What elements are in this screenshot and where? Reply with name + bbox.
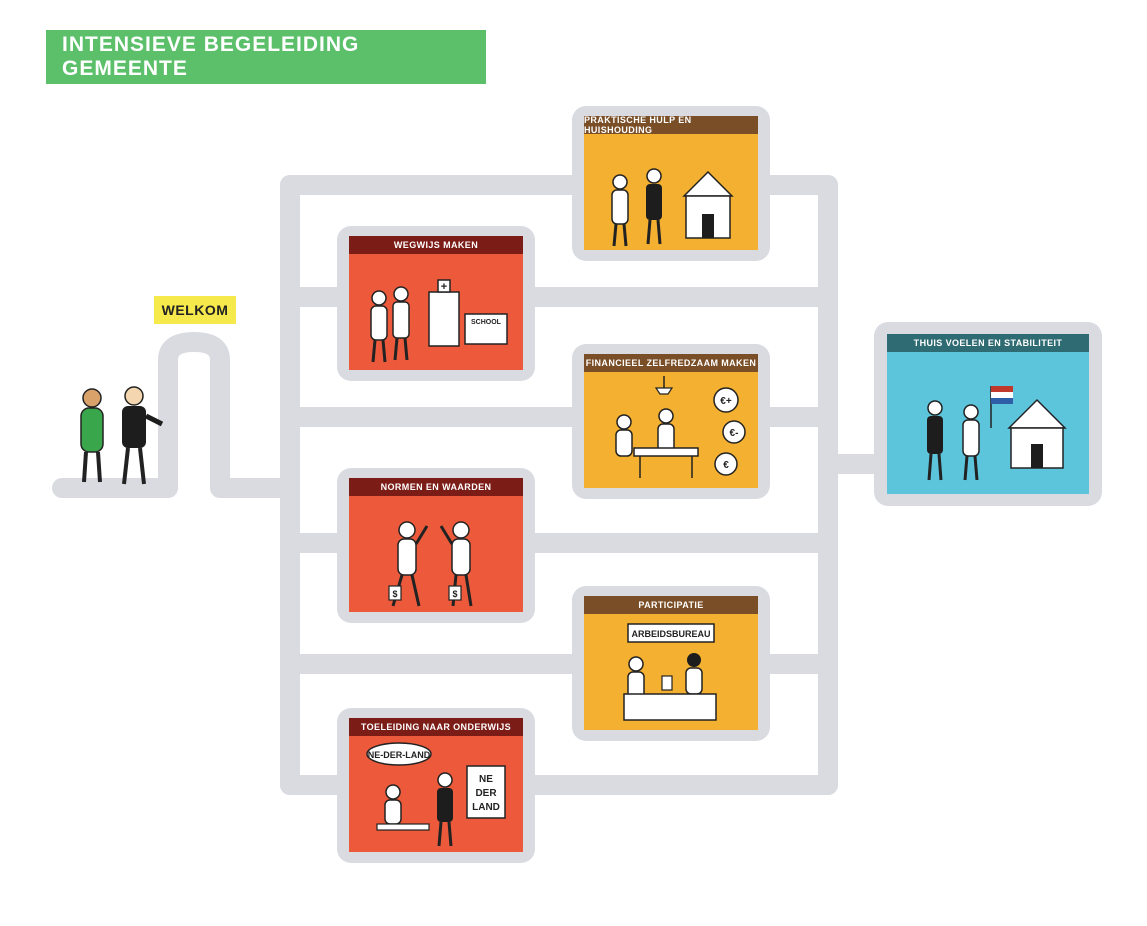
house-help-illustration	[611, 168, 734, 247]
bag-label-right: $	[452, 589, 457, 599]
step-title: PRAKTISCHE HULP EN HUISHOUDING	[584, 116, 758, 135]
wayfinding-illustration: + SCHOOL	[370, 279, 508, 363]
home-stability-illustration	[927, 386, 1067, 481]
step-title: WEGWIJS MAKEN	[349, 236, 523, 254]
arbeidsbureau-sign: ARBEIDSBUREAU	[631, 629, 710, 639]
bag-label-left: $	[392, 589, 397, 599]
svg-text:+: +	[441, 281, 447, 293]
step-card-toeleiding[interactable]: TOELEIDING NAAR ONDERWIJS NE-DER-LAND NE…	[349, 718, 523, 852]
welcome-label: WELKOM	[154, 296, 236, 324]
board-line-2: DER	[475, 788, 497, 799]
step-card-praktische-hulp[interactable]: PRAKTISCHE HULP EN HUISHOUDING	[584, 116, 758, 250]
step-card-participatie[interactable]: PARTICIPATIE ARBEIDSBUREAU	[584, 596, 758, 730]
speech-bubble-text: NE-DER-LAND	[368, 750, 431, 760]
step-title: PARTICIPATIE	[584, 596, 758, 614]
participation-illustration: ARBEIDSBUREAU	[623, 623, 717, 721]
step-card-normen[interactable]: NORMEN EN WAARDEN $ $	[349, 478, 523, 612]
step-card-wegwijs[interactable]: WEGWIJS MAKEN + SCHOOL	[349, 236, 523, 370]
welcome-figures-illustration	[80, 386, 164, 485]
step-title: TOELEIDING NAAR ONDERWIJS	[349, 718, 523, 736]
norms-values-illustration: $ $	[388, 521, 473, 607]
step-card-financieel[interactable]: FINANCIEEL ZELFREDZAAM MAKEN €+ €- €	[584, 354, 758, 488]
education-illustration: NE-DER-LAND NE DER LAND	[366, 742, 506, 847]
goal-card[interactable]: THUIS VOELEN EN STABILITEIT	[887, 334, 1089, 494]
school-sign: SCHOOL	[471, 319, 502, 326]
finance-illustration: €+ €- €	[615, 376, 746, 478]
step-title: NORMEN EN WAARDEN	[349, 478, 523, 496]
step-title: FINANCIEEL ZELFREDZAAM MAKEN	[584, 354, 758, 372]
coin-euro: €	[723, 460, 729, 471]
coin-plus: €+	[720, 396, 732, 407]
goal-title: THUIS VOELEN EN STABILITEIT	[887, 334, 1089, 352]
coin-minus: €-	[730, 428, 739, 439]
page-title: INTENSIEVE BEGELEIDING GEMEENTE	[46, 30, 486, 84]
board-line-1: NE	[479, 774, 493, 785]
board-line-3: LAND	[472, 802, 500, 813]
